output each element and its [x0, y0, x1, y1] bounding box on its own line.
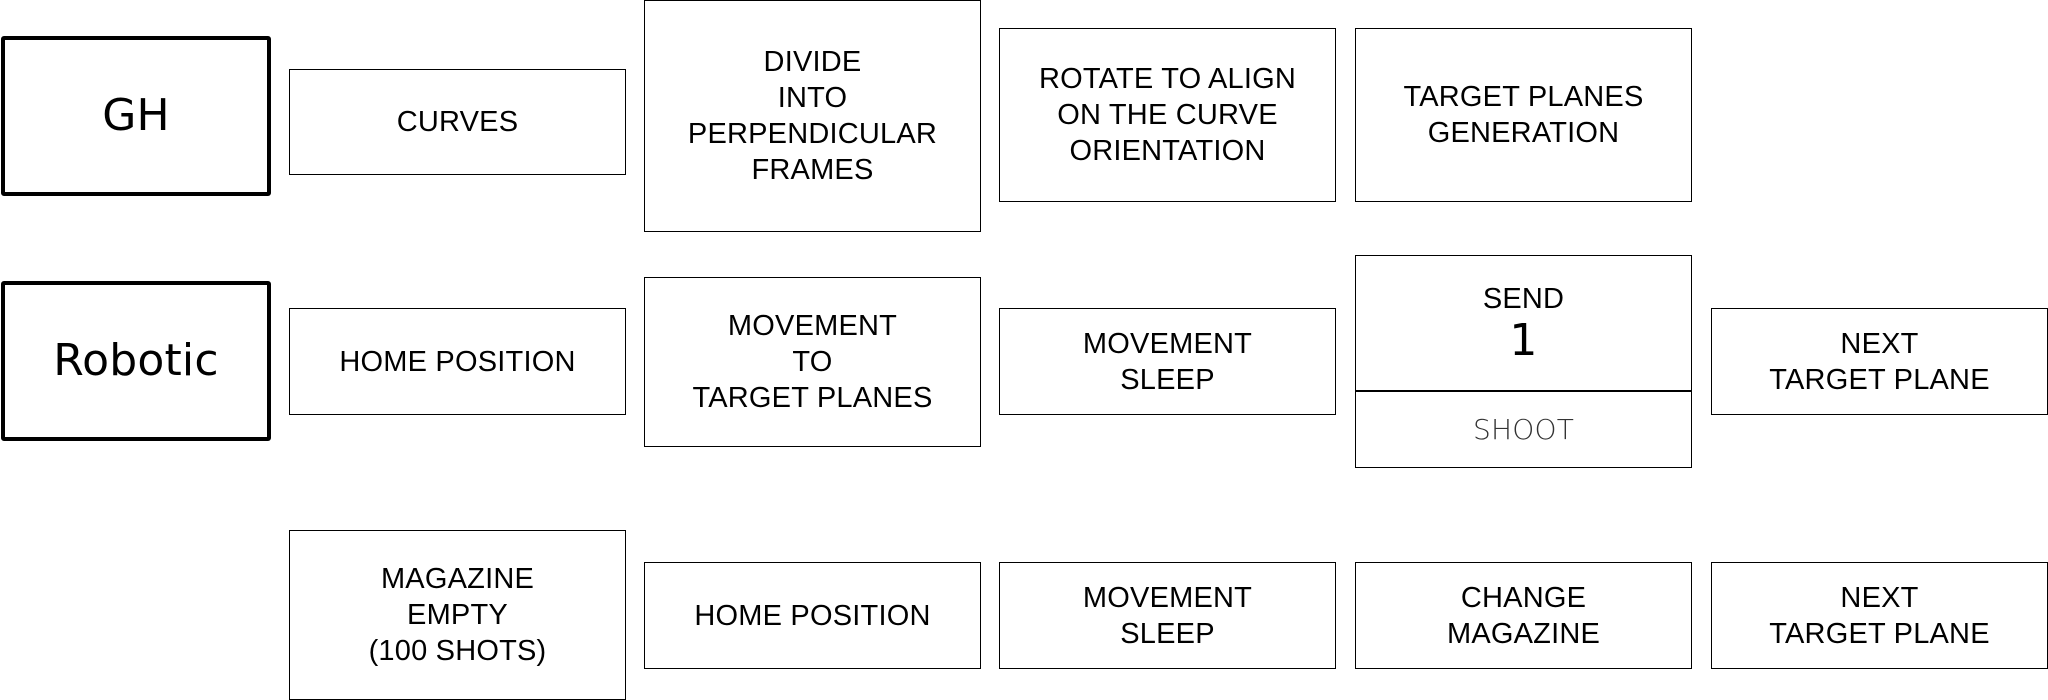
step-home-position-2: HOME POSITION	[644, 562, 981, 669]
step-label: DIVIDE INTO PERPENDICULAR FRAMES	[687, 46, 938, 186]
step-movement-to-target: MOVEMENT TO TARGET PLANES	[644, 277, 981, 447]
send-shoot-box: SEND 1 SHOOT	[1355, 255, 1692, 468]
shoot-section: SHOOT	[1356, 393, 1691, 467]
step-next-target-plane: NEXT TARGET PLANE	[1711, 308, 2048, 415]
step-label: ROTATE TO ALIGN ON THE CURVE ORIENTATION	[1038, 63, 1297, 167]
send-divider	[1356, 390, 1691, 392]
step-target-planes-generation: TARGET PLANES GENERATION	[1355, 28, 1692, 202]
step-label: CHANGE MAGAZINE	[1446, 581, 1601, 650]
step-divide-frames: DIVIDE INTO PERPENDICULAR FRAMES	[644, 0, 981, 232]
robotic-header-box: Robotic	[1, 281, 271, 441]
step-label: NEXT TARGET PLANE	[1769, 581, 1990, 650]
gh-label: GH	[102, 90, 170, 141]
step-label: HOME POSITION	[694, 599, 931, 632]
step-label: CURVES	[396, 106, 519, 138]
send-label: SEND	[1482, 283, 1565, 315]
step-label: MAGAZINE EMPTY (100 SHOTS)	[368, 563, 547, 667]
step-label: MOVEMENT SLEEP	[1082, 581, 1253, 650]
step-label: NEXT TARGET PLANE	[1769, 327, 1990, 396]
step-home-position: HOME POSITION	[289, 308, 626, 415]
step-change-magazine: CHANGE MAGAZINE	[1355, 562, 1692, 669]
step-label: TARGET PLANES GENERATION	[1403, 81, 1644, 149]
step-rotate-align: ROTATE TO ALIGN ON THE CURVE ORIENTATION	[999, 28, 1336, 202]
shoot-label: SHOOT	[1472, 413, 1574, 446]
step-label: MOVEMENT TO TARGET PLANES	[692, 310, 933, 414]
step-curves: CURVES	[289, 69, 626, 175]
step-label: MOVEMENT SLEEP	[1082, 327, 1253, 396]
gh-header-box: GH	[1, 36, 271, 196]
send-section: SEND 1	[1356, 256, 1691, 390]
send-value: 1	[1509, 315, 1538, 366]
step-next-target-plane-2: NEXT TARGET PLANE	[1711, 562, 2048, 669]
robotic-label: Robotic	[53, 335, 219, 386]
step-magazine-empty: MAGAZINE EMPTY (100 SHOTS)	[289, 530, 626, 700]
step-label: HOME POSITION	[339, 345, 576, 378]
step-movement-sleep: MOVEMENT SLEEP	[999, 308, 1336, 415]
step-movement-sleep-2: MOVEMENT SLEEP	[999, 562, 1336, 669]
